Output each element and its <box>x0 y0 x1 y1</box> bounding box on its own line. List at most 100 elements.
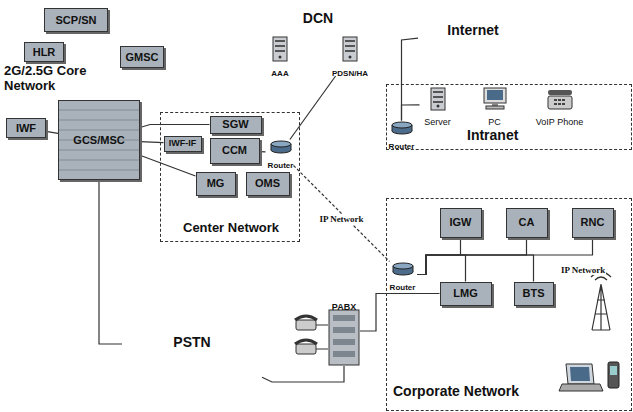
node-label: Server <box>424 117 451 127</box>
node-label: Router <box>268 161 294 170</box>
phone-icon-part <box>558 103 561 105</box>
server-icon-part <box>273 37 287 61</box>
node-label: AAA <box>271 69 288 78</box>
network-zone: Corporate NetworkIGWCARNCRouterLMGBTS <box>386 198 632 411</box>
node-label: Router <box>390 283 416 292</box>
router-icon-part <box>393 263 413 269</box>
router-node: Router <box>266 140 296 166</box>
pabx-slot <box>333 315 355 321</box>
network-element-box: MG <box>196 172 236 196</box>
server-icon-part <box>345 45 355 47</box>
pc-icon-part <box>486 106 504 109</box>
node-label: Internet <box>418 22 528 38</box>
server-icon-part <box>275 50 285 52</box>
node-label: CCM <box>222 144 247 157</box>
network-cloud: PSTN <box>122 296 262 392</box>
node-label: BTS <box>523 287 545 300</box>
server-icon-part <box>433 91 443 93</box>
network-label: IP Network <box>560 265 606 275</box>
node-label: PC <box>488 117 501 127</box>
connector <box>140 125 210 128</box>
laptop-lid <box>566 364 594 384</box>
phone-icon-part <box>548 96 572 109</box>
telephone-handset <box>295 316 317 320</box>
server-icon-part <box>431 88 445 110</box>
node-label: IGW <box>450 216 472 229</box>
connector <box>262 366 344 382</box>
node-label: PABX <box>332 302 356 312</box>
server-icon-part <box>433 101 443 103</box>
connector <box>260 151 266 152</box>
network-element-box: SGW <box>210 116 262 134</box>
pabx-body <box>329 310 359 365</box>
network-cloud: Internet <box>418 0 528 64</box>
server-icon-part <box>349 56 352 59</box>
router-node: Router <box>388 262 418 288</box>
node-label: 2G/2.5G Core Network <box>4 64 119 94</box>
pabx-slot <box>333 339 355 345</box>
node-label: OMS <box>255 177 280 190</box>
node-label: IWF <box>16 122 36 135</box>
node-label: Router <box>389 142 415 151</box>
pabx-cabinet <box>328 309 360 366</box>
network-element-box: IGW <box>440 208 482 238</box>
network-element-box: CA <box>506 208 548 238</box>
network-element-box: LMG <box>440 282 492 306</box>
server-icon <box>322 36 378 62</box>
server-node: Server <box>420 87 456 123</box>
connector <box>140 155 196 176</box>
switch-box: GCS/MSC <box>58 100 140 180</box>
node-label: GCS/MSC <box>73 134 124 147</box>
node-label: MG <box>207 177 225 190</box>
router-icon <box>388 262 418 276</box>
phone-icon-part <box>548 90 572 95</box>
tower-frame <box>592 284 610 330</box>
network-zone: IntranetServerPCVoIP PhoneRouter <box>386 84 632 150</box>
connector <box>290 76 336 140</box>
connector <box>402 105 420 121</box>
node-label: LMG <box>453 287 477 300</box>
pc-icon <box>478 87 512 111</box>
server-icon-part <box>345 40 355 42</box>
node-label: RNC <box>581 216 605 229</box>
pabx-slot <box>333 351 355 357</box>
antenna-tower <box>591 272 611 330</box>
server-icon-part <box>275 45 285 47</box>
cloud-shape <box>3 4 177 192</box>
server-icon-part <box>345 50 355 52</box>
server-icon-part <box>275 40 285 42</box>
server-icon-part <box>436 104 439 107</box>
telephone-handset <box>295 340 317 344</box>
node-label: GMSC <box>126 51 159 64</box>
phone-icon-part <box>558 99 561 101</box>
connector <box>46 131 58 133</box>
connector <box>418 255 466 282</box>
phone-icon-part <box>562 99 565 101</box>
pc-icon-part <box>487 90 503 100</box>
phone-icon-part <box>562 103 565 105</box>
laptop-icon <box>559 364 603 391</box>
node-label: VoIP Phone <box>536 117 583 127</box>
connector <box>360 294 440 332</box>
router-icon-part <box>271 141 291 147</box>
connector <box>402 38 419 120</box>
node-label: SCP/SN <box>56 14 97 27</box>
telephone-base <box>296 344 316 354</box>
network-cloud: DCNAAAPDSN/HA <box>236 2 400 112</box>
node-label: HLR <box>33 46 56 59</box>
telephone-base <box>296 320 316 330</box>
phone-screen <box>610 366 617 375</box>
router-node: Router <box>387 121 417 147</box>
node-label: Center Network <box>183 221 299 236</box>
router-icon <box>387 121 417 135</box>
node-label: PSTN <box>122 334 262 350</box>
network-element-box: SCP/SN <box>44 8 108 32</box>
laptop-screen <box>570 367 590 381</box>
phone-body <box>608 362 619 388</box>
node-label: DCN <box>286 10 350 26</box>
telephone-wire <box>316 325 328 349</box>
network-zone: Center NetworkSGWIWF-IFCCMMGOMSRouter <box>160 112 300 242</box>
